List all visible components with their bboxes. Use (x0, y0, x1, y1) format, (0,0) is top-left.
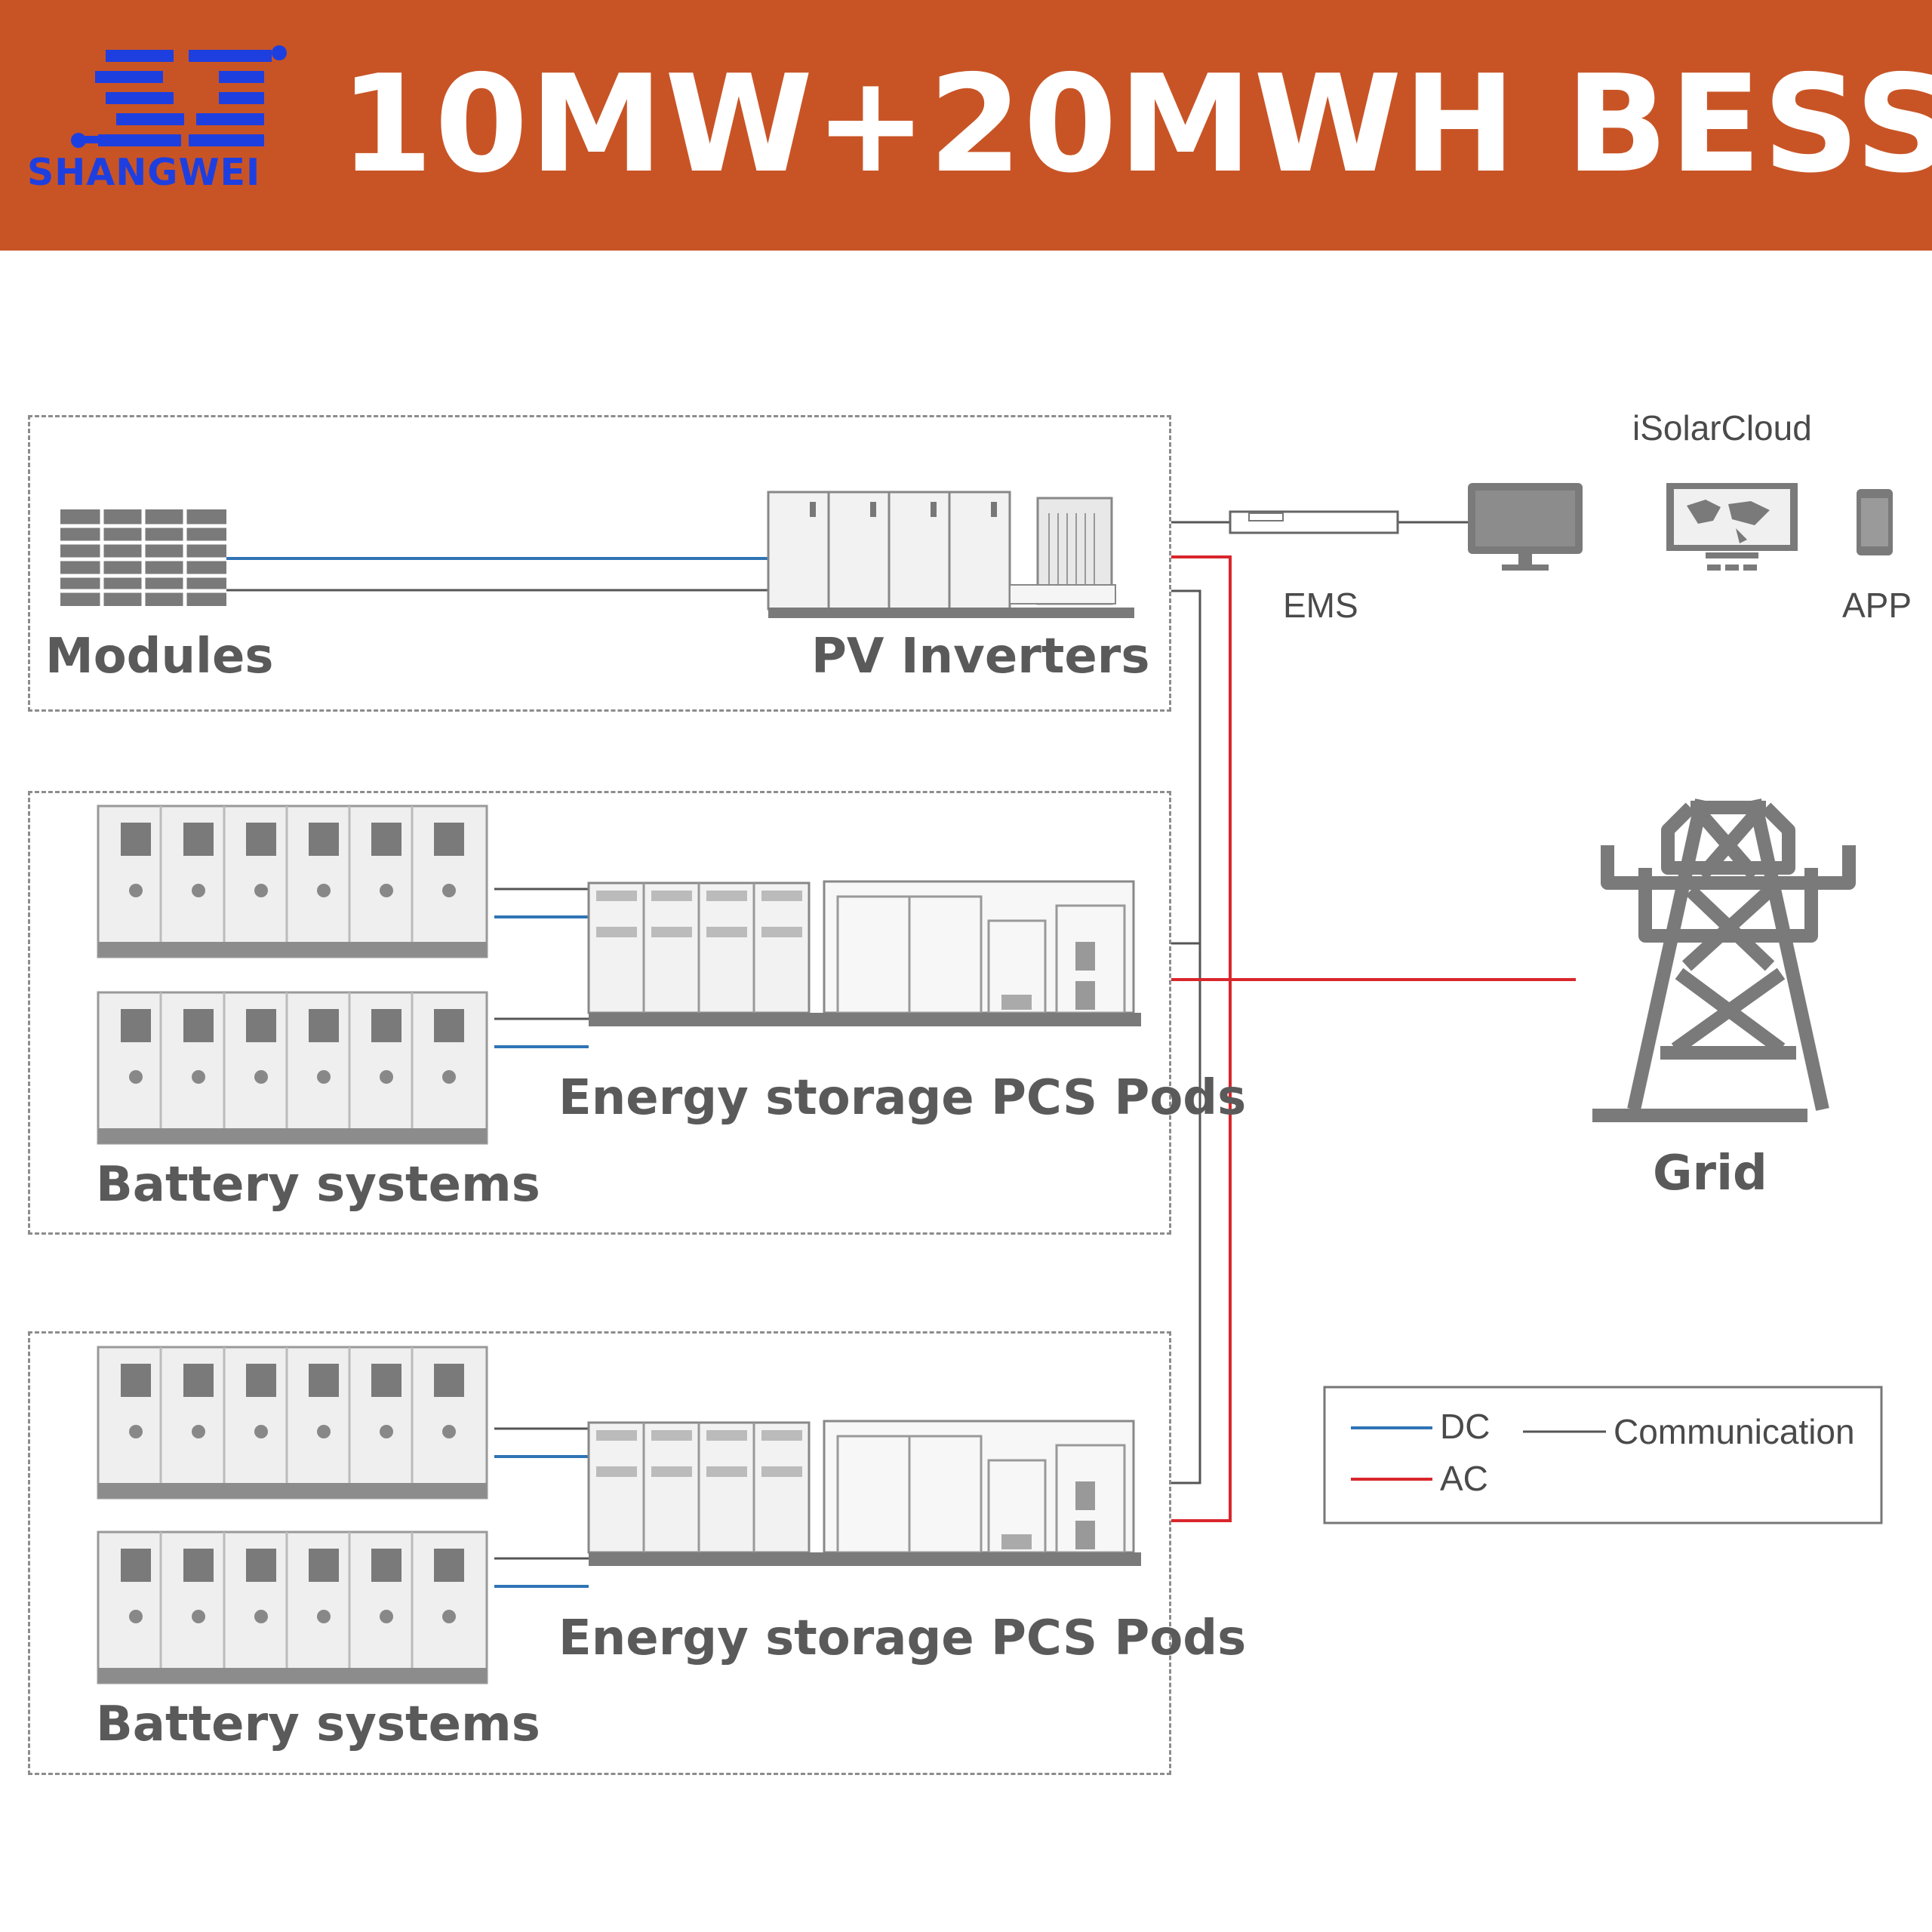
pcs-pods-label-2: Energy storage PCS Pods (558, 1611, 1247, 1666)
legend-ac-label: AC (1440, 1459, 1488, 1498)
legend-dc-label: DC (1440, 1407, 1491, 1446)
communication-line (1171, 589, 1201, 1484)
phone-icon (1857, 489, 1893, 555)
ems-label: EMS (1283, 586, 1358, 625)
battery-rack-2a-icon (97, 1346, 488, 1500)
grid-label: Grid (1653, 1146, 1767, 1201)
legend-communication-label: Communication (1614, 1412, 1855, 1451)
pcs-pod-1-icon (587, 880, 1141, 1026)
battery-rack-1a-icon (97, 804, 488, 958)
pv-inverter-station-icon (767, 491, 1134, 618)
pcs-pods-label-1: Energy storage PCS Pods (558, 1070, 1247, 1126)
monitor-icon (1468, 483, 1583, 571)
header-bar: SHANGWEI 10MW+20MWH BESS (0, 0, 1932, 251)
cloud-dashboard-icon (1666, 483, 1798, 571)
pcs-pod-2-icon (587, 1420, 1141, 1566)
battery-systems-label-1: Battery systems (96, 1157, 540, 1213)
page-title: 10MW+20MWH BESS (340, 46, 1932, 202)
legend-box (1323, 1386, 1883, 1524)
battery-rack-2b-icon (97, 1531, 488, 1684)
pv-inverters-label: PV Inverters (811, 629, 1150, 685)
modules-label: Modules (45, 629, 274, 685)
pv-group-box (28, 415, 1171, 712)
battery-rack-1b-icon (97, 991, 488, 1145)
isolarcloud-label: iSolarCloud (1632, 408, 1812, 448)
shangwei-logo-icon (71, 45, 287, 148)
transmission-tower-icon (1592, 798, 1856, 1122)
storage-group-box-1 (28, 791, 1171, 1235)
logo-text: SHANGWEI (27, 151, 261, 194)
storage-group-box-2 (28, 1331, 1171, 1775)
app-label: APP (1842, 586, 1912, 625)
ems-device-icon (1229, 510, 1399, 534)
battery-systems-label-2: Battery systems (96, 1697, 540, 1752)
ac-line (1171, 555, 1232, 1522)
